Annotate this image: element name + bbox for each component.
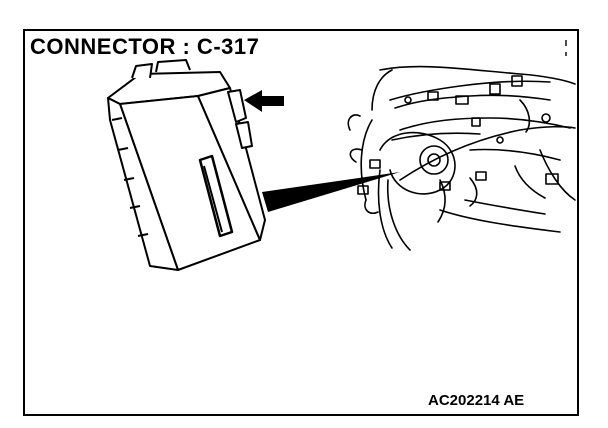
wiring-harness [347,65,576,251]
control-module [107,59,266,271]
callout-wedge [262,172,400,212]
connector-arrow [244,90,284,112]
diagram-title: CONNECTOR : C-317 [30,34,260,59]
figure-reference-code: AC202214 AE [428,392,525,409]
